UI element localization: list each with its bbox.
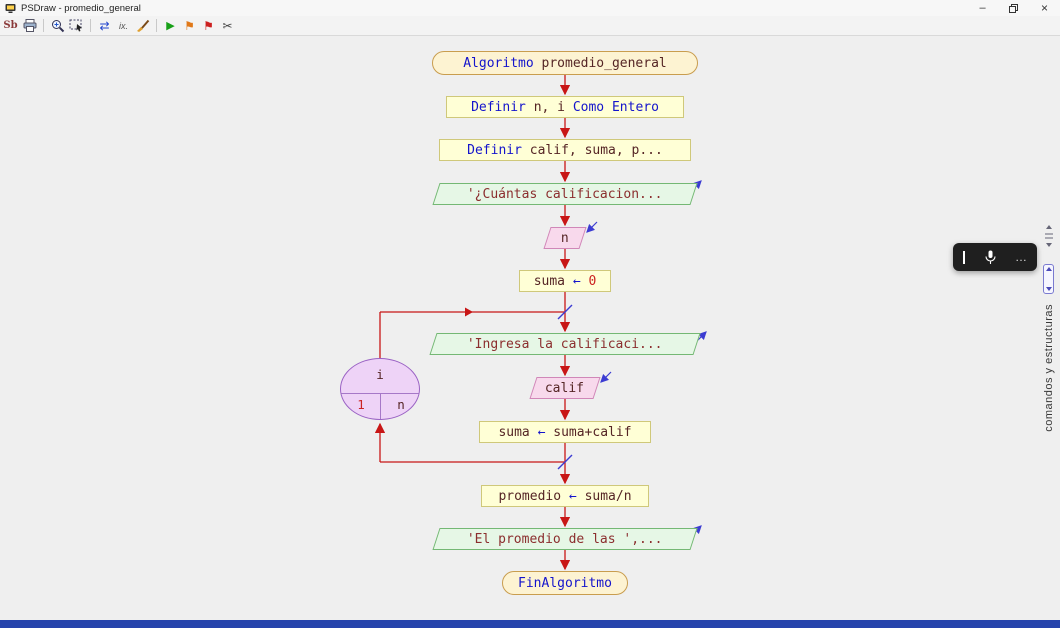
scroll-up-icon[interactable] [1045, 267, 1052, 271]
zoom-icon[interactable] [50, 18, 65, 34]
flow-connectors [374, 75, 707, 571]
print-icon[interactable] [22, 18, 37, 34]
swap-tool-icon[interactable]: ⇄ [99, 18, 110, 33]
node-output-result[interactable]: 'El promedio de las ',... [432, 528, 698, 550]
node-for-loop-counter[interactable]: i 1 n [340, 358, 420, 420]
microphone-icon[interactable] [984, 250, 996, 265]
run-icon[interactable]: ▶ [166, 19, 175, 32]
window-title: PSDraw - promedio_general [21, 2, 141, 14]
subprocess-tool-icon[interactable]: Sb [3, 19, 18, 31]
node-output-prompt[interactable]: 'Ingresa la calificaci... [429, 333, 701, 355]
scroll-down-icon[interactable] [1045, 287, 1052, 291]
node-input-calif[interactable]: calif [529, 377, 601, 399]
breakpoint-flag-icon[interactable]: ⚑ [203, 18, 214, 33]
side-panel-collapsed: comandos y estructuras [1038, 36, 1060, 620]
toolbar-separator [43, 19, 44, 32]
node-define-real[interactable]: Definir calif, suma, p... [439, 139, 691, 161]
close-button[interactable]: × [1040, 1, 1048, 15]
panel-resize-arrows-icon[interactable] [1043, 224, 1055, 259]
text-cursor-icon [963, 250, 965, 264]
app-icon [5, 3, 16, 14]
flowchart-canvas[interactable]: Algoritmo promedio_general Definir n, i … [0, 36, 1060, 620]
node-algorithm-end[interactable]: FinAlgoritmo [502, 571, 628, 595]
titlebar: PSDraw - promedio_general – × [0, 0, 1060, 16]
node-input-n[interactable]: n [543, 227, 587, 249]
tab-comandos-estructuras[interactable]: comandos y estructuras [1043, 304, 1055, 432]
loop-merge-arrowhead [465, 307, 473, 317]
cut-icon[interactable]: ✂ [222, 18, 233, 33]
window-controls: – × [967, 0, 1060, 16]
flow-arrows [374, 75, 571, 571]
brush-icon[interactable] [135, 18, 150, 34]
taskbar-strip [0, 620, 1060, 628]
step-flag-icon[interactable]: ⚑ [184, 18, 195, 33]
index-tool-icon[interactable]: ix. [119, 20, 128, 31]
page-nav-icon[interactable] [1043, 264, 1054, 294]
toolbar-separator [156, 19, 157, 32]
node-assign-promedio[interactable]: promedio ← suma/n [481, 485, 649, 507]
minimize-button[interactable]: – [979, 2, 986, 14]
more-options-button[interactable]: … [1015, 250, 1027, 264]
maximize-button[interactable] [998, 0, 1029, 16]
toolbar-separator [90, 19, 91, 32]
io-edit-handles[interactable] [586, 180, 707, 538]
node-output-ask[interactable]: '¿Cuántas calificacion... [432, 183, 698, 205]
node-define-int[interactable]: Definir n, i Como Entero [446, 96, 684, 118]
node-assign-accumulate[interactable]: suma ← suma+calif [479, 421, 651, 443]
toolbar: Sb ⇄ ix. ▶ ⚑ ⚑ ✂ [0, 16, 1060, 36]
select-tool-icon[interactable] [69, 18, 84, 34]
node-algorithm-start[interactable]: Algoritmo promedio_general [432, 51, 698, 75]
voice-typing-widget[interactable]: … [953, 243, 1037, 271]
loop-divider-v [380, 393, 381, 419]
condition-slash-marks [557, 304, 573, 470]
node-assign-suma-0[interactable]: suma ← 0 [519, 270, 611, 292]
